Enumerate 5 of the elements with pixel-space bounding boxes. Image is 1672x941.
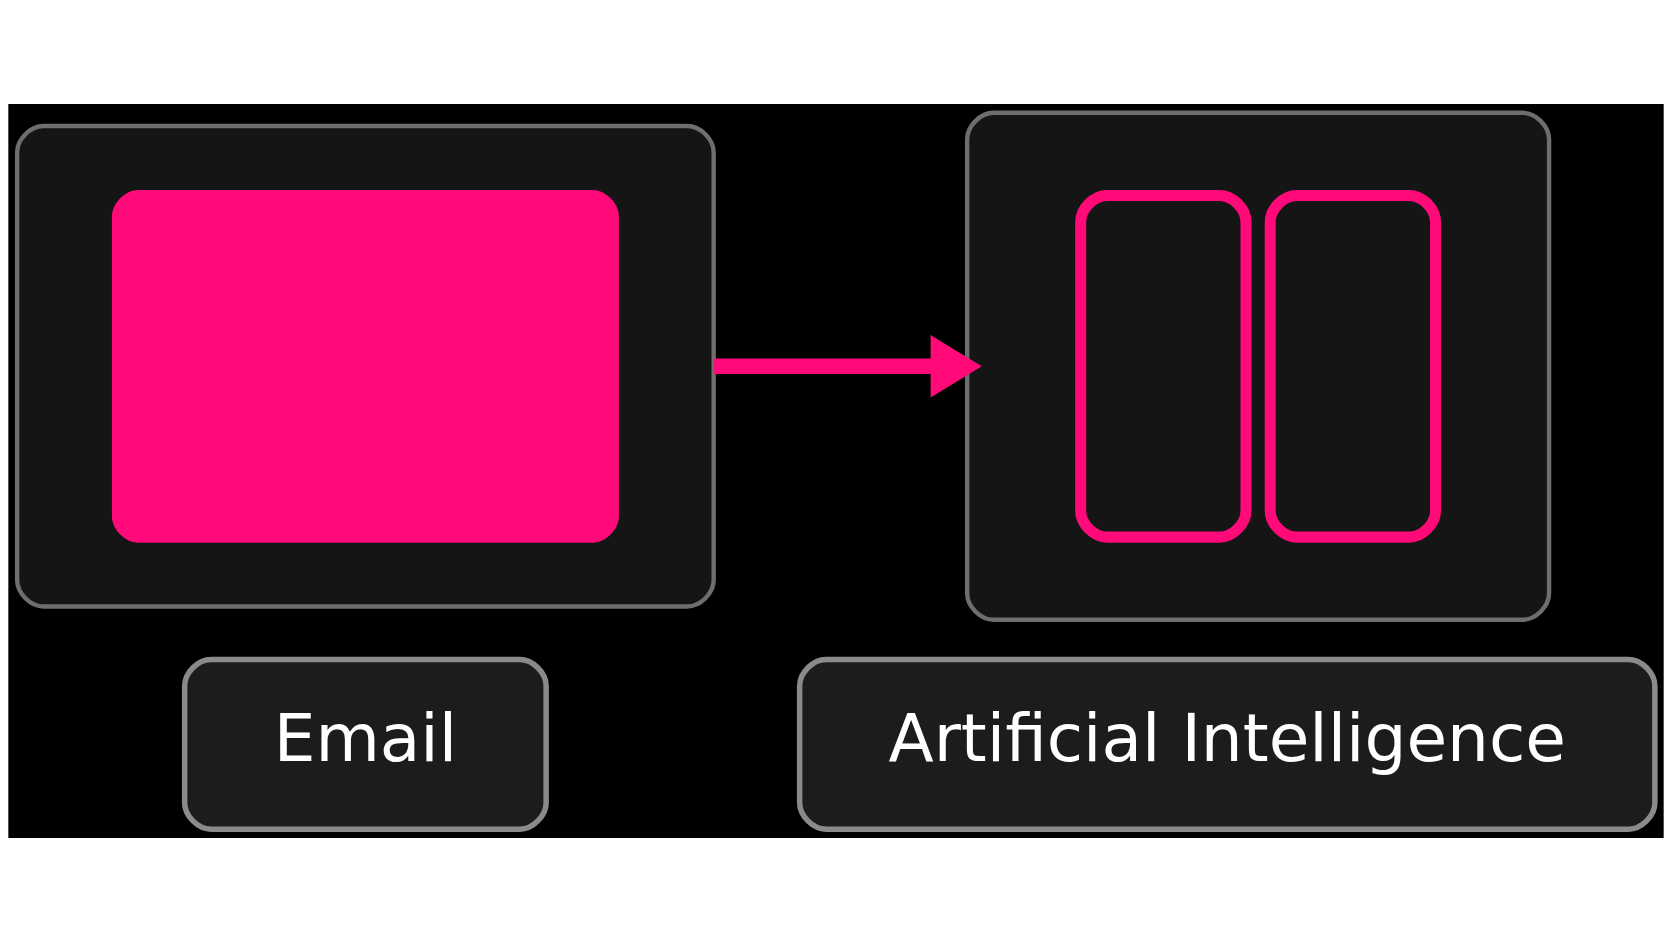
node-picture [964,110,1552,622]
arrow [714,334,982,398]
node-picture [14,123,716,609]
node-box: Email [181,656,549,832]
node-box: Artificial Intelligence [796,656,1658,832]
